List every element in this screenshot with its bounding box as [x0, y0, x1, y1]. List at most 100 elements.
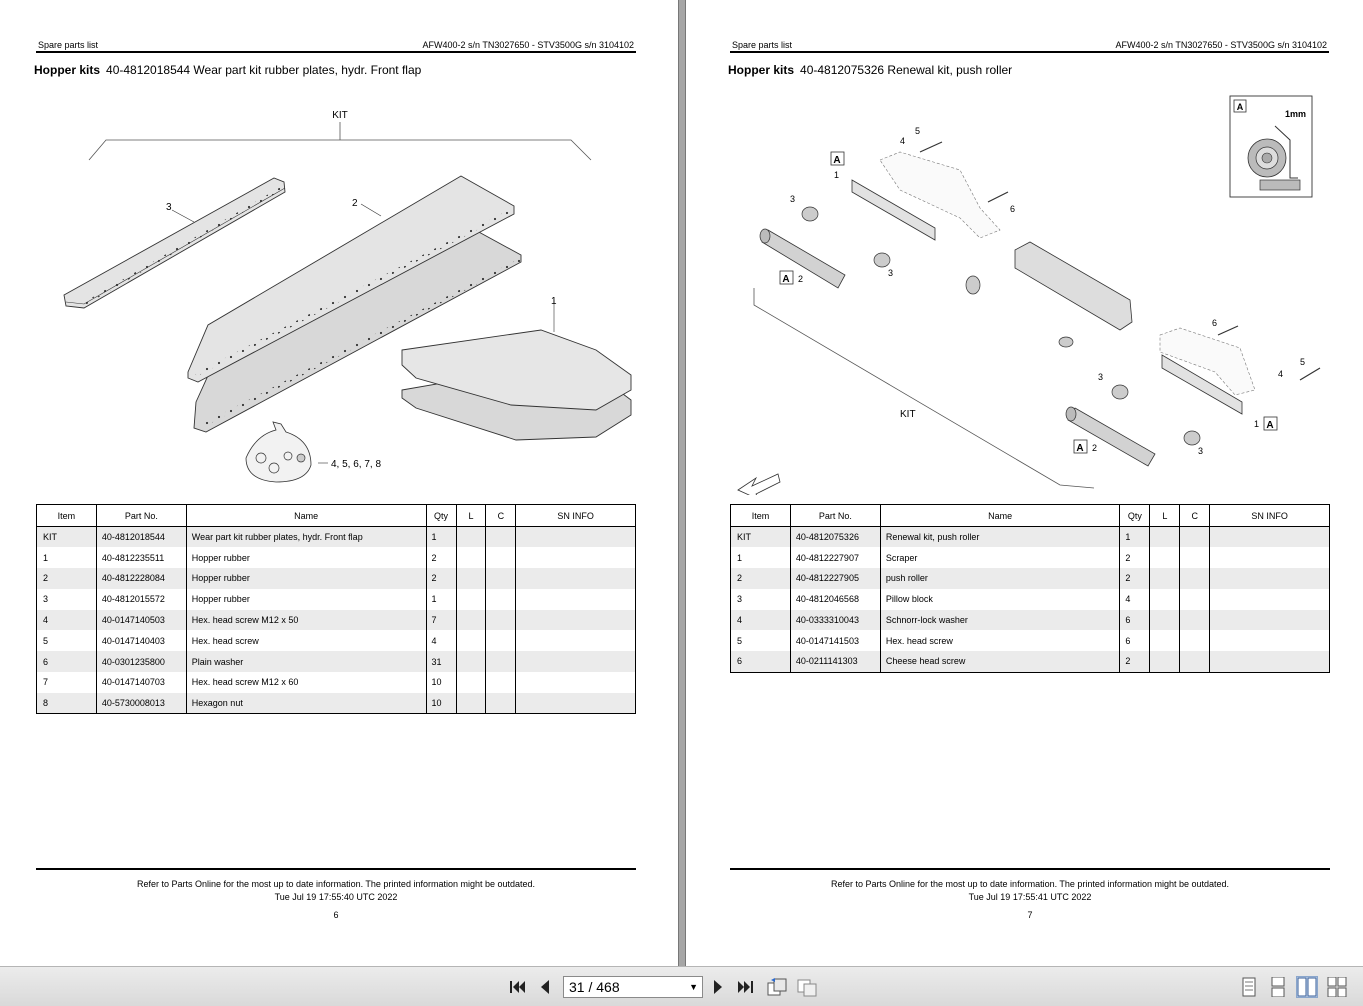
- cell-item: KIT: [36, 526, 97, 548]
- cell-sn: [515, 609, 636, 631]
- cell-name: Hex. head screw M12 x 60: [185, 672, 427, 693]
- page-number-select[interactable]: 31 / 468 ▼: [563, 976, 703, 998]
- col-part-no: Part No.: [95, 504, 187, 527]
- page-number: 6: [333, 910, 339, 920]
- cell-c: [1179, 651, 1211, 673]
- cell-part-no: 40-4812235511: [95, 547, 187, 569]
- title-text: 40-4812075326 Renewal kit, push roller: [800, 63, 1013, 77]
- prev-page-button[interactable]: [534, 976, 556, 998]
- rubber-plate-1: [401, 329, 632, 411]
- col-l: L: [455, 504, 487, 527]
- col-item: Item: [730, 504, 791, 527]
- col-sn-info: SN INFO: [1209, 504, 1330, 527]
- cell-name: Hex. head screw: [185, 630, 427, 652]
- cell-item: 7: [36, 672, 97, 693]
- two-page-continuous-view-button[interactable]: [1326, 976, 1348, 998]
- two-page-view-button[interactable]: [1296, 976, 1318, 998]
- cell-item: 3: [730, 588, 791, 610]
- cell-l: [455, 630, 487, 652]
- cell-part-no: 40-5730008013: [95, 692, 187, 715]
- compare-button[interactable]: [796, 976, 818, 998]
- cell-sn: [515, 588, 636, 610]
- cell-l: [1149, 588, 1181, 610]
- cell-c: [485, 651, 517, 673]
- label-a-roller-top: A: [782, 274, 789, 285]
- cell-item: 1: [730, 547, 791, 569]
- cell-qty: 4: [425, 630, 457, 652]
- direction-arrow-icon: [737, 473, 781, 495]
- single-page-view-button[interactable]: [1238, 976, 1260, 998]
- continuous-view-button[interactable]: [1267, 976, 1289, 998]
- cell-item: 3: [36, 588, 97, 610]
- col-name: Name: [879, 504, 1121, 527]
- header-right: AFW400-2 s/n TN3027650 - STV3500G s/n 31…: [422, 40, 634, 50]
- cell-part-no: 40-0147141503: [789, 630, 881, 652]
- scraper-top: [851, 179, 936, 241]
- label-1-bottom: 1: [1254, 419, 1259, 429]
- cell-qty: 6: [1119, 630, 1151, 652]
- footer-date: Tue Jul 19 17:55:40 UTC 2022: [274, 892, 398, 902]
- cell-l: [1149, 651, 1181, 673]
- label-4-bottom: 4: [1278, 369, 1283, 379]
- page-right: Spare parts list AFW400-2 s/n TN3027650 …: [686, 0, 1363, 966]
- last-page-button[interactable]: [735, 976, 757, 998]
- label-3-top-b: 3: [888, 268, 893, 278]
- col-c: C: [1179, 504, 1211, 527]
- cell-sn: [1209, 526, 1330, 548]
- cell-part-no: 40-4812015572: [95, 588, 187, 610]
- cell-name: Hopper rubber: [185, 547, 427, 569]
- label-6-bottom: 6: [1212, 318, 1217, 328]
- cell-l: [1149, 609, 1181, 631]
- page-left: Spare parts list AFW400-2 s/n TN3027650 …: [0, 0, 678, 966]
- col-qty: Qty: [1119, 504, 1151, 527]
- cell-sn: [515, 651, 636, 673]
- cell-item: 4: [36, 609, 97, 631]
- footer-note: Refer to Parts Online for the most up to…: [830, 879, 1230, 889]
- cell-c: [485, 630, 517, 652]
- cell-l: [1149, 526, 1181, 548]
- cell-sn: [515, 692, 636, 715]
- cell-item: 8: [36, 692, 97, 715]
- label-3-bottom-a: 3: [1098, 372, 1103, 382]
- cell-c: [1179, 568, 1211, 589]
- cell-name: Hexagon nut: [185, 692, 427, 715]
- page-number: 7: [1027, 910, 1033, 920]
- label-2: 2: [352, 198, 358, 209]
- exploded-drawing-push-roller: A 1mm A 1 4 5 6 3 3: [737, 95, 1321, 495]
- cell-name: Pillow block: [879, 588, 1121, 610]
- first-page-button[interactable]: [506, 976, 528, 998]
- footer-rule: [36, 868, 636, 870]
- page-gutter: [678, 0, 686, 966]
- cell-item: 1: [36, 547, 97, 569]
- cell-sn: [515, 672, 636, 693]
- prev-page-icon: [541, 980, 549, 994]
- cell-qty: 4: [1119, 588, 1151, 610]
- cell-c: [1179, 609, 1211, 631]
- cell-part-no: 40-4812227905: [789, 568, 881, 589]
- cell-l: [455, 526, 487, 548]
- exploded-drawing-rubber-plates: KIT 3 2 1 4, 5,: [63, 110, 632, 483]
- compare-icon: [797, 979, 817, 997]
- link-arm: [1014, 241, 1133, 331]
- last-page-icon: [738, 981, 753, 993]
- detail-a-label: A: [1237, 102, 1244, 112]
- cell-l: [455, 547, 487, 569]
- label-hardware: 4, 5, 6, 7, 8: [331, 459, 381, 470]
- next-page-button[interactable]: [707, 976, 729, 998]
- continuous-icon: [1271, 977, 1285, 997]
- cell-sn: [515, 547, 636, 569]
- cell-c: [485, 526, 517, 548]
- cell-c: [485, 672, 517, 693]
- cell-sn: [1209, 547, 1330, 569]
- cell-c: [1179, 547, 1211, 569]
- col-name: Name: [185, 504, 427, 527]
- rotate-button[interactable]: [766, 976, 788, 998]
- detail-1mm-label: 1mm: [1285, 109, 1306, 119]
- label-5-bottom: 5: [1300, 357, 1305, 367]
